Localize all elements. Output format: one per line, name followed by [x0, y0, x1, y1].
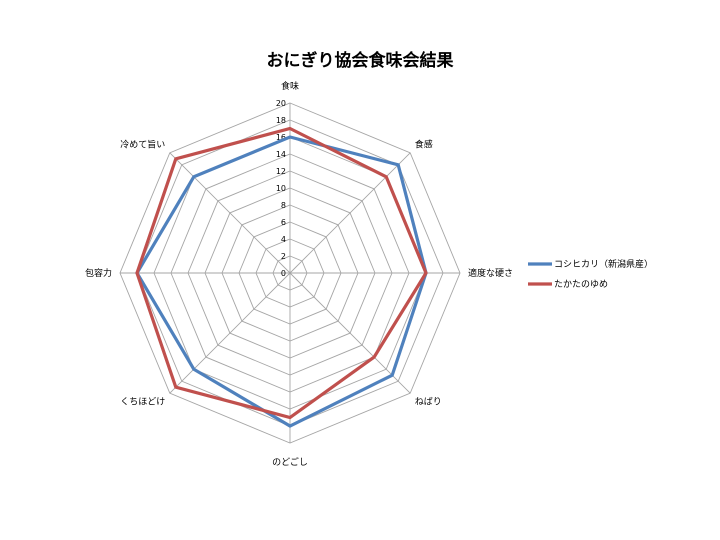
axis-label: 適度な硬さ [468, 267, 513, 279]
legend: コシヒカリ（新潟県産） たかたのゆめ [528, 258, 653, 290]
axis-label: 食感 [415, 138, 433, 150]
series-lines [135, 126, 428, 428]
tick-label: 16 [276, 133, 286, 142]
tick-label: 14 [276, 150, 286, 159]
axis-spoke [289, 152, 411, 274]
tick-label: 18 [276, 116, 286, 125]
tick-label: 6 [281, 218, 286, 227]
axis-label: 包容力 [85, 267, 112, 279]
tick-label: 0 [281, 269, 286, 278]
radar-grid [119, 102, 461, 444]
axis-label: くちほどけ [120, 397, 165, 408]
axis-spoke [289, 272, 411, 394]
tick-label: 10 [276, 184, 286, 193]
chart-title: おにぎり協会食味会結果 [267, 50, 454, 71]
legend-label: たかたのゆめ [554, 279, 608, 290]
axis-spoke [169, 272, 291, 394]
tick-label: 8 [281, 201, 286, 210]
axis-label: ねばり [415, 397, 442, 408]
radial-tick-labels: 0 2 4 6 8 10 12 14 16 18 20 [276, 99, 286, 278]
series-line-1 [135, 135, 428, 428]
axis-label: 冷めて旨い [120, 138, 165, 150]
axis-label: のどごし [272, 456, 308, 468]
legend-label: コシヒカリ（新潟県産） [554, 258, 653, 270]
tick-label: 20 [276, 99, 286, 108]
tick-label: 12 [276, 167, 286, 176]
series-line-2 [135, 126, 428, 420]
axis-spoke [169, 152, 291, 274]
tick-label: 4 [281, 235, 286, 244]
axis-label: 食味 [281, 80, 299, 92]
tick-label: 2 [281, 252, 286, 261]
